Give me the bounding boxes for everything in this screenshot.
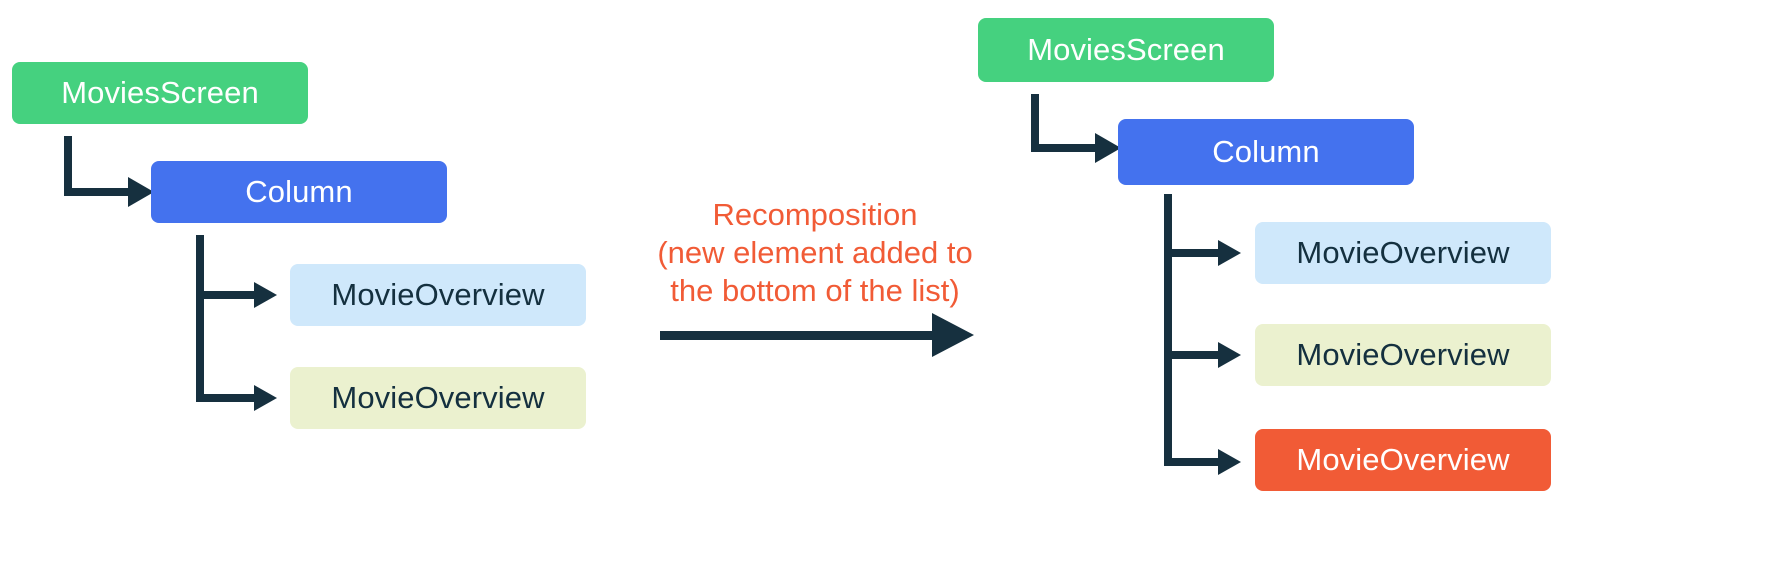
transition-arrow-shaft [660,331,938,340]
after-arrowhead-root-to-column [1095,133,1121,163]
after-connector-root-horizontal [1031,144,1105,152]
before-arrowhead-child1 [254,282,277,308]
after-node-movieoverview-3-new: MovieOverview [1255,429,1551,491]
after-node-moviesscreen: MoviesScreen [978,18,1274,82]
before-connector-child2-horizontal [196,394,262,402]
before-connector-root-vertical [64,136,72,196]
after-arrowhead-child1 [1218,240,1241,266]
after-connector-column-trunk [1164,194,1172,466]
transition-label-line2: (new element added to [657,235,973,270]
before-node-moviesscreen: MoviesScreen [12,62,308,124]
after-connector-child3-horizontal [1164,458,1226,466]
after-connector-child1-horizontal [1164,249,1226,257]
after-arrowhead-child3 [1218,449,1241,475]
before-arrowhead-root-to-column [128,177,154,207]
before-connector-column-trunk [196,235,204,402]
transition-arrowhead [932,313,974,357]
before-node-movieoverview-1: MovieOverview [290,264,586,326]
before-node-movieoverview-2: MovieOverview [290,367,586,429]
before-node-column: Column [151,161,447,223]
after-arrowhead-child2 [1218,342,1241,368]
after-connector-child2-horizontal [1164,351,1226,359]
after-node-column: Column [1118,119,1414,185]
transition-label-line3: the bottom of the list) [670,273,960,308]
before-arrowhead-child2 [254,385,277,411]
after-connector-root-vertical [1031,94,1039,152]
before-connector-root-horizontal [64,188,138,196]
transition-label-line1: Recomposition [712,197,918,232]
before-connector-child1-horizontal [196,291,262,299]
transition-label: Recomposition (new element added to the … [655,196,975,310]
after-node-movieoverview-1: MovieOverview [1255,222,1551,284]
after-node-movieoverview-2: MovieOverview [1255,324,1551,386]
